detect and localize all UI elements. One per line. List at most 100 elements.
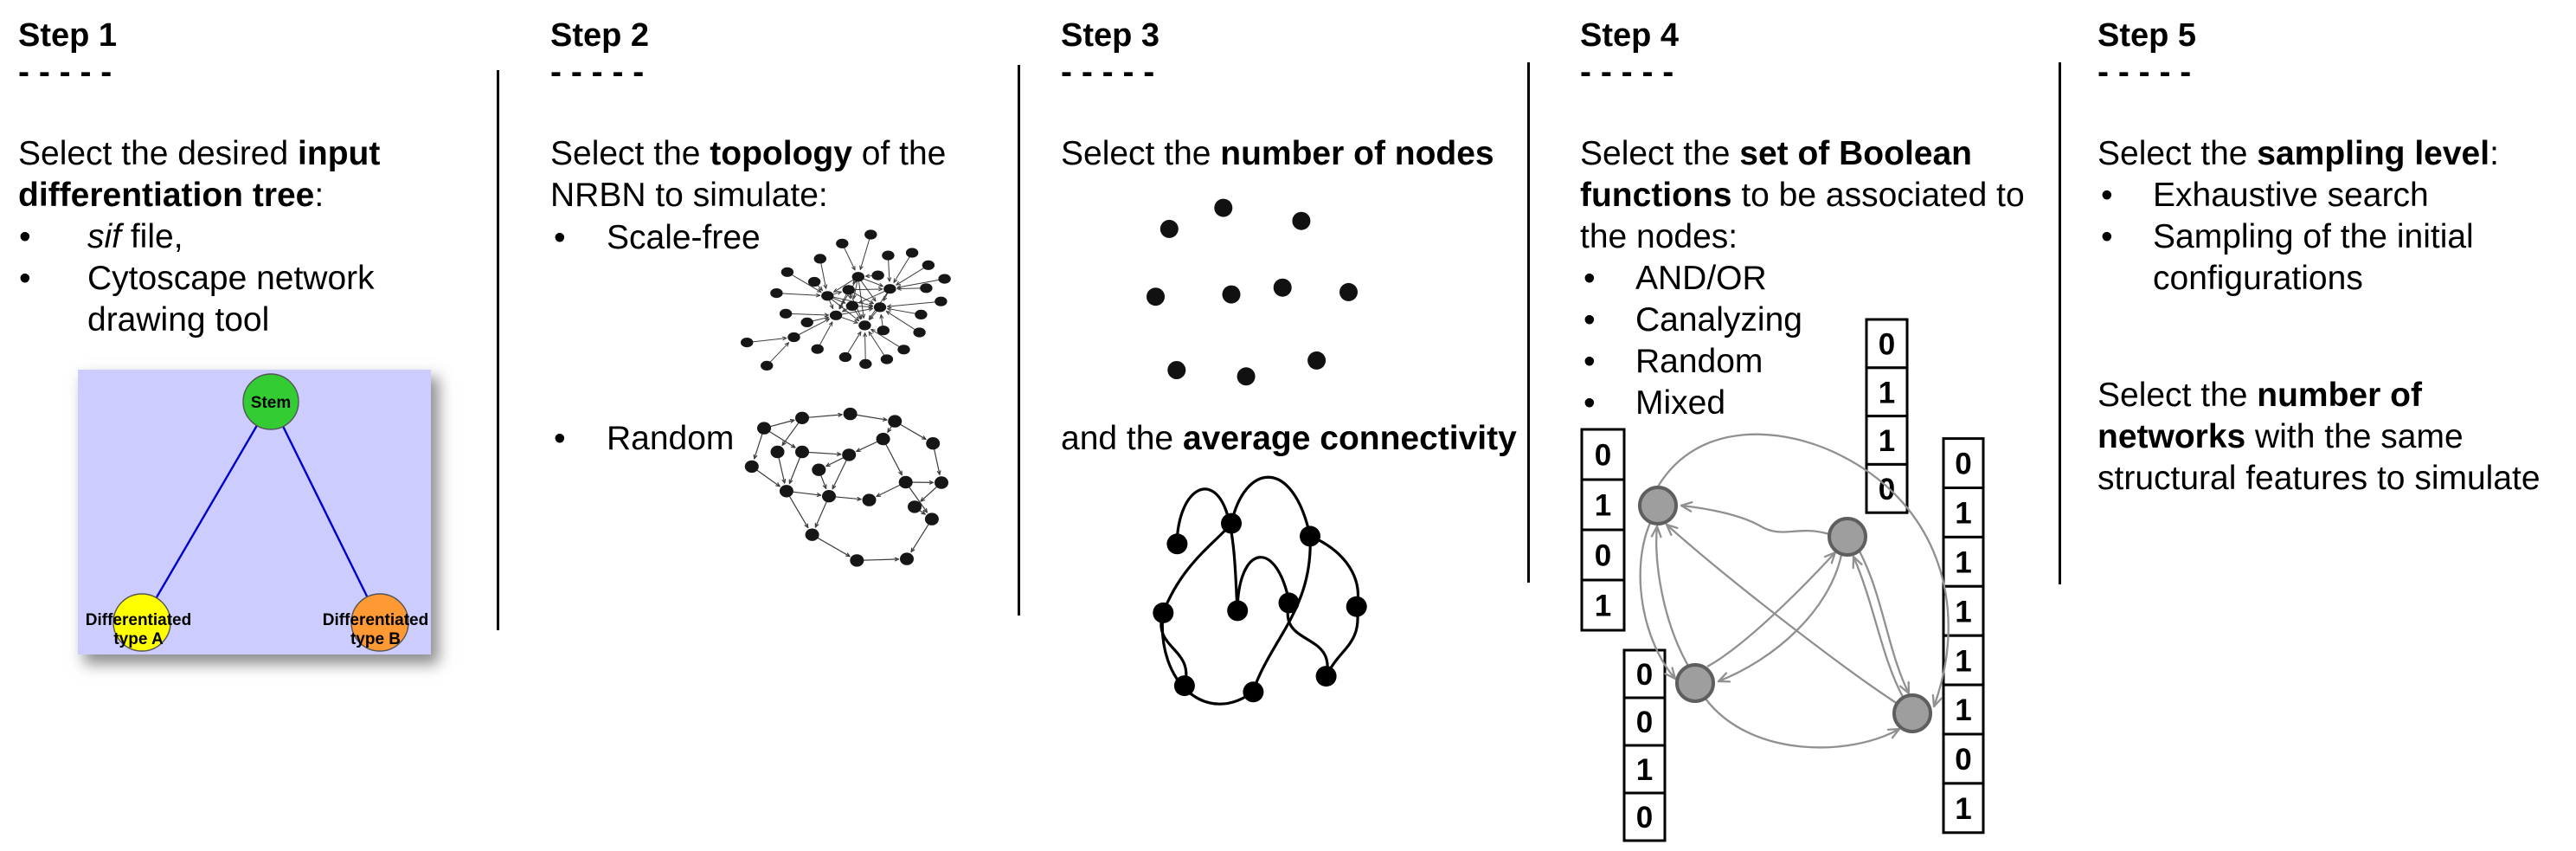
network-edge xyxy=(896,278,945,288)
network-node xyxy=(859,358,872,369)
tree-node-label: Stem xyxy=(251,394,291,412)
network-node xyxy=(920,283,933,293)
node-dot xyxy=(1339,282,1358,301)
bullet-marker: • xyxy=(1584,342,1596,380)
tree-edge xyxy=(140,401,273,623)
arrowhead xyxy=(817,493,822,496)
arrowhead xyxy=(789,418,795,421)
arrowhead xyxy=(852,279,855,285)
node-dot xyxy=(1307,351,1327,370)
step-2-text-line: Scale-free xyxy=(607,218,761,256)
step-2-text-line: Select the topology of the xyxy=(550,134,947,172)
arrowhead xyxy=(823,285,827,289)
truth-table-value: 0 xyxy=(1595,439,1611,473)
arrowhead xyxy=(878,288,883,292)
truth-table-value: 1 xyxy=(1595,489,1611,523)
network-edge xyxy=(786,490,809,528)
connectivity-node xyxy=(1153,602,1174,623)
arrowhead xyxy=(887,307,891,312)
truth-table-value: 1 xyxy=(1879,424,1895,458)
arrowhead xyxy=(815,294,821,298)
step-5-text-line: structural features to simulate xyxy=(2097,459,2541,497)
truth-table-value: 1 xyxy=(1595,590,1611,623)
step-3-text-line: Select the number of nodes xyxy=(1061,134,1494,172)
network-node xyxy=(800,317,813,327)
arrowhead xyxy=(868,306,873,309)
boolnet-arrow xyxy=(1657,433,1950,707)
separator-line-2 xyxy=(1017,65,1020,616)
truth-table-value: 1 xyxy=(1955,595,1971,629)
network-node xyxy=(829,310,843,320)
truth-table-value: 1 xyxy=(1955,693,1971,727)
network-node xyxy=(913,327,926,338)
node-dot xyxy=(1237,367,1256,386)
network-node xyxy=(905,248,919,258)
truth-table-value: 1 xyxy=(1955,497,1971,531)
step-5-text-line: Sampling of the initial xyxy=(2153,217,2474,255)
network-node xyxy=(761,360,774,371)
network-edge xyxy=(857,558,899,561)
boolnet-arrow xyxy=(1655,525,1689,667)
truth-table-cell xyxy=(1942,487,1985,538)
arrowhead xyxy=(1655,525,1662,538)
network-edge xyxy=(827,295,873,306)
step-5-text-line: Exhaustive search xyxy=(2153,176,2429,214)
step-1-text-line: drawing tool xyxy=(87,300,270,338)
truth-table-cell xyxy=(1580,578,1626,632)
arrowhead xyxy=(852,293,855,300)
arrowhead xyxy=(868,304,873,307)
bullet-marker: • xyxy=(1584,300,1596,338)
network-node xyxy=(938,274,951,284)
network-node xyxy=(871,270,884,280)
arrowhead xyxy=(883,416,888,421)
truth-table-cell xyxy=(1622,744,1667,795)
network-node xyxy=(779,485,793,498)
connectivity-edge xyxy=(1236,556,1291,611)
boolnet-arrow xyxy=(1666,524,1898,705)
arrowhead xyxy=(816,293,821,296)
connectivity-node xyxy=(1300,525,1320,547)
arrowhead xyxy=(838,412,843,416)
arrowhead xyxy=(838,291,842,295)
arrowhead xyxy=(820,286,823,291)
arrowhead xyxy=(874,296,877,302)
bullet-marker: • xyxy=(2101,217,2113,255)
arrowhead xyxy=(818,288,823,291)
network-node xyxy=(924,513,939,525)
boolnet-arrow xyxy=(1705,698,1900,749)
arrowhead xyxy=(854,319,858,324)
arrowhead xyxy=(896,288,902,291)
truth-table-cell xyxy=(1942,535,1985,588)
bullet-marker: • xyxy=(19,217,31,255)
step-2-text-line: NRBN to simulate: xyxy=(550,176,828,214)
truth-table-cell xyxy=(1622,648,1667,699)
arrowhead xyxy=(871,299,877,302)
node-dot xyxy=(1222,285,1241,304)
arrowhead xyxy=(828,321,833,326)
connectivity-edge xyxy=(1251,535,1312,693)
connectivity-node xyxy=(1173,675,1195,697)
boolnet-arrow xyxy=(1680,504,1830,536)
bullet-marker: • xyxy=(2101,176,2113,214)
network-node xyxy=(883,284,896,294)
bullet-marker: • xyxy=(1584,384,1596,422)
connectivity-node xyxy=(1278,592,1300,614)
arrowhead xyxy=(787,342,790,347)
network-node xyxy=(770,445,785,459)
truth-table-value: 0 xyxy=(1636,801,1653,835)
arrowhead xyxy=(859,314,862,320)
bullet-marker: • xyxy=(1584,259,1596,297)
boolean-node xyxy=(1892,693,1932,733)
network-node xyxy=(880,354,894,364)
connectivity-node xyxy=(1221,513,1242,534)
bullet-marker: • xyxy=(554,419,566,457)
arrowhead xyxy=(838,306,843,310)
arrowhead xyxy=(928,480,935,483)
truth-table-value: 0 xyxy=(1955,448,1971,481)
tree-node-label: type B xyxy=(350,630,401,648)
connectivity-node xyxy=(1346,596,1367,617)
boolean-node xyxy=(1638,486,1678,525)
arrowhead xyxy=(864,275,870,279)
network-node xyxy=(843,407,858,421)
